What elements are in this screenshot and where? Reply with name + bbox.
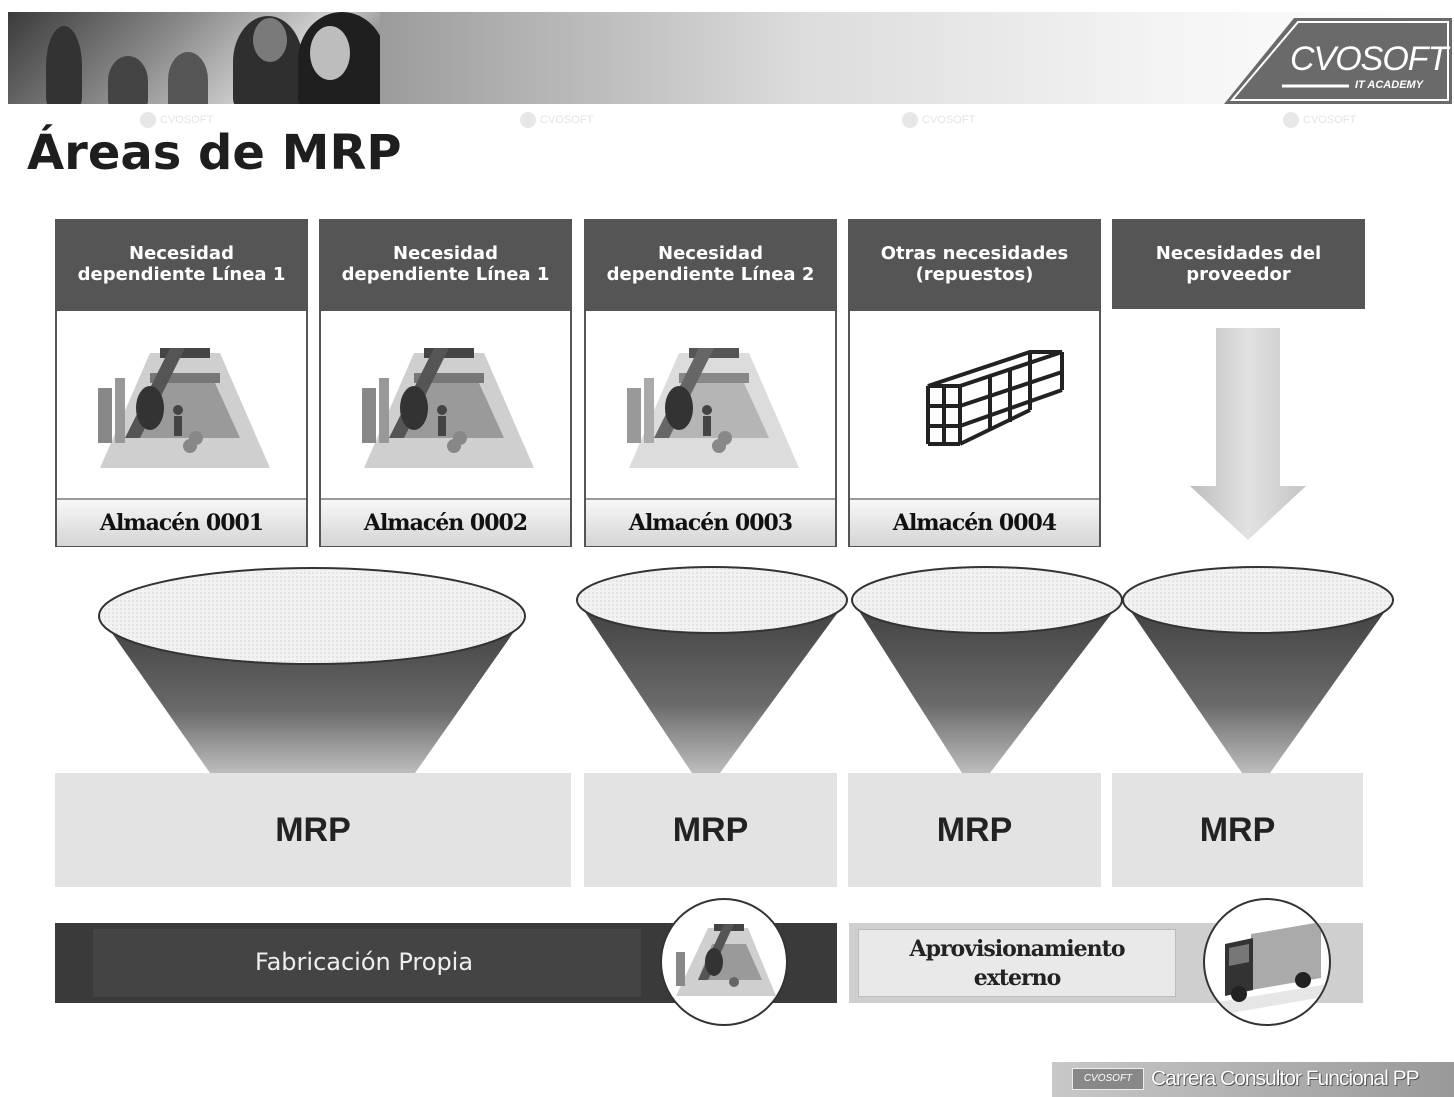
truck-icon: [1205, 922, 1329, 1014]
column-heading-2: Necesidad dependiente Línea 1: [319, 219, 572, 309]
aprovisionamiento-label: Aprovisionamiento externo: [909, 936, 1126, 991]
fabricacion-panel: [93, 929, 641, 997]
column-heading-4: Otras necesidades (repuestos): [848, 219, 1101, 309]
page-title: Áreas de MRP: [27, 125, 402, 181]
warehouse-icon: [362, 348, 534, 468]
almacen-label-4: Almacén 0004: [850, 498, 1099, 546]
footer-text: Carrera Consultor Funcional PP: [1151, 1067, 1420, 1090]
warehouse-icon: [676, 924, 776, 996]
footer-logo: CVOSOFT: [1072, 1068, 1144, 1090]
watermark: CVOSOFT: [140, 112, 213, 128]
watermark: CVOSOFT: [1283, 112, 1356, 128]
mrp-block-1: MRP: [55, 773, 571, 887]
almacen-label-2: Almacén 0002: [321, 498, 570, 546]
fabricacion-circle: [660, 898, 788, 1026]
column-heading-3: Necesidad dependiente Línea 2: [584, 219, 837, 309]
cvosoft-logo: [1224, 18, 1452, 104]
mrp-block-3: MRP: [848, 773, 1101, 887]
shelving-icon: [926, 350, 1064, 446]
warehouse-icon: [627, 348, 799, 468]
header-photo: [8, 12, 380, 104]
funnel-4: [1122, 566, 1394, 773]
mrp-block-4: MRP: [1112, 773, 1363, 887]
watermark: CVOSOFT: [520, 112, 593, 128]
aprovisionamiento-panel: [858, 929, 1176, 997]
warehouse-icon: [98, 348, 270, 468]
logo-subtext: IT ACADEMY: [1355, 79, 1424, 91]
almacen-label-3: Almacén 0003: [586, 498, 835, 546]
funnel-2: [576, 566, 848, 773]
mrp-block-2: MRP: [584, 773, 837, 887]
almacen-label-1: Almacén 0001: [57, 498, 306, 546]
watermark: CVOSOFT: [902, 112, 975, 128]
column-heading-5: Necesidades del proveedor: [1112, 219, 1365, 309]
aprovisionamiento-circle: [1203, 898, 1331, 1026]
fabricacion-label: Fabricación Propia: [255, 948, 474, 976]
funnels: [98, 566, 1394, 773]
column-heading-1: Necesidad dependiente Línea 1: [55, 219, 308, 309]
logo-text: CVOSOFT: [1290, 40, 1448, 78]
funnel-3: [851, 566, 1123, 773]
funnel-1: [98, 567, 526, 773]
arrow-down-icon: [1190, 328, 1306, 540]
